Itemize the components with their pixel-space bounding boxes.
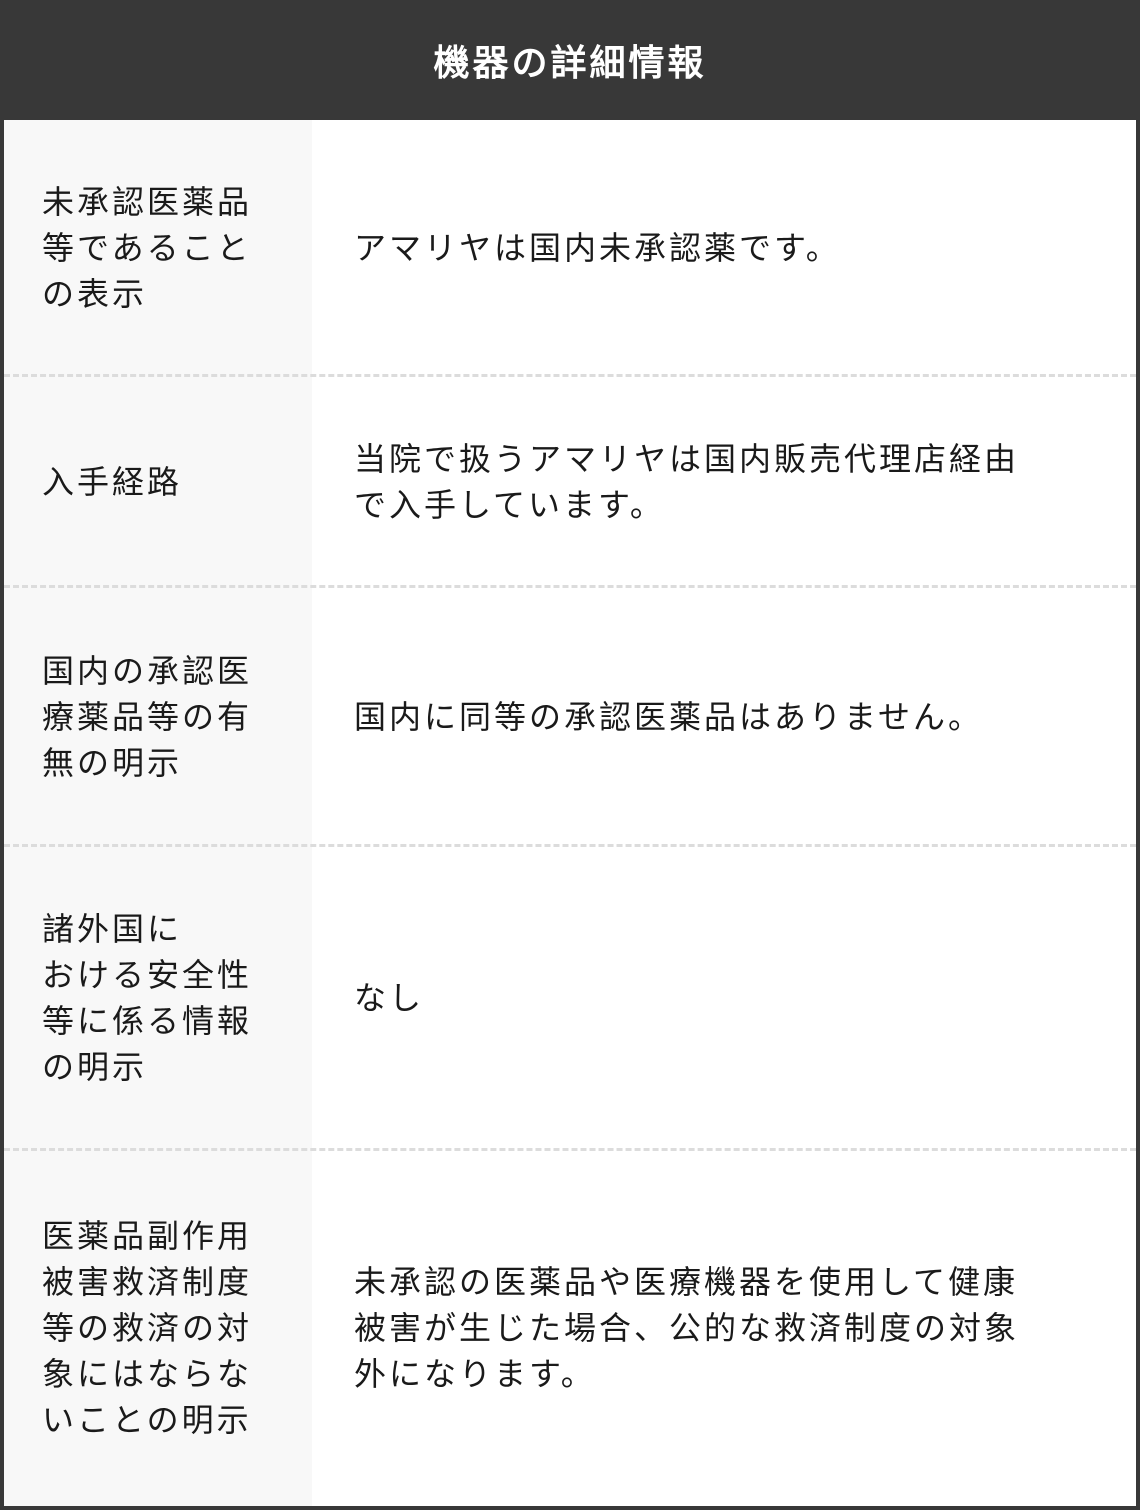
label-line: 医薬品副作用: [42, 1217, 253, 1255]
table-row-foreign-safety-info: 諸外国に おける安全性 等に係る情報 の明示 なし: [4, 844, 1136, 1150]
label-line: 国内の承認医: [42, 651, 253, 690]
row-label: 諸外国に おける安全性 等に係る情報 の明示: [4, 846, 312, 1150]
label-line: 等であること: [42, 229, 252, 267]
value-line: 外になります。: [354, 1355, 596, 1393]
label-line: の明示: [42, 1048, 148, 1086]
row-value: 当院で扱うアマリヤは国内販売代理店経由 で入手しています。: [312, 376, 1136, 587]
value-line: 国内に同等の承認医薬品はありません。: [354, 697, 984, 736]
row-label: 医薬品副作用 被害救済制度 等の救済の対 象にはならな いことの明示: [4, 1150, 312, 1506]
row-label: 国内の承認医 療薬品等の有 無の明示: [4, 587, 312, 846]
table-row-domestic-approval: 国内の承認医 療薬品等の有 無の明示 国内に同等の承認医薬品はありません。: [4, 585, 1136, 846]
label-line: 象にはならな: [42, 1355, 253, 1393]
value-line: で入手しています。: [354, 485, 665, 524]
label-line: の表示: [42, 275, 148, 313]
label-line: 療薬品等の有: [42, 697, 253, 736]
value-line: 当院で扱うアマリヤは国内販売代理店経由: [354, 439, 1020, 478]
value-line: アマリヤは国内未承認薬です。: [354, 229, 841, 267]
label-line: 無の明示: [42, 743, 183, 782]
label-line: 等に係る情報: [42, 1002, 253, 1040]
panel-header: 機器の詳細情報: [0, 0, 1140, 120]
label-line: 被害救済制度: [42, 1263, 253, 1301]
label-line: 未承認医薬品: [42, 183, 253, 221]
value-line: 未承認の医薬品や医療機器を使用して健康: [354, 1263, 1019, 1301]
value-line: なし: [354, 979, 425, 1017]
table-row-unapproved-notice: 未承認医薬品 等であること の表示 アマリヤは国内未承認薬です。: [4, 120, 1136, 376]
row-value: なし: [312, 846, 1136, 1150]
row-label: 入手経路: [4, 376, 312, 587]
label-line: おける安全性: [42, 956, 253, 994]
panel-title: 機器の詳細情報: [433, 43, 707, 84]
details-table: 未承認医薬品 等であること の表示 アマリヤは国内未承認薬です。 入手経路: [4, 120, 1136, 1506]
value-line: 被害が生じた場合、公的な救済制度の対象: [354, 1309, 1020, 1347]
label-line: 諸外国に: [42, 910, 183, 948]
row-value: アマリヤは国内未承認薬です。: [312, 120, 1136, 376]
table-row-acquisition-route: 入手経路 当院で扱うアマリヤは国内販売代理店経由 で入手しています。: [4, 374, 1136, 587]
table-row-relief-system: 医薬品副作用 被害救済制度 等の救済の対 象にはならな いことの明示 未承認の医…: [4, 1148, 1136, 1506]
row-label: 未承認医薬品 等であること の表示: [4, 120, 312, 376]
label-line: いことの明示: [42, 1401, 252, 1439]
label-line: 等の救済の対: [42, 1309, 253, 1347]
row-value: 国内に同等の承認医薬品はありません。: [312, 587, 1136, 846]
row-value: 未承認の医薬品や医療機器を使用して健康 被害が生じた場合、公的な救済制度の対象 …: [312, 1150, 1136, 1506]
label-line: 入手経路: [42, 462, 183, 501]
